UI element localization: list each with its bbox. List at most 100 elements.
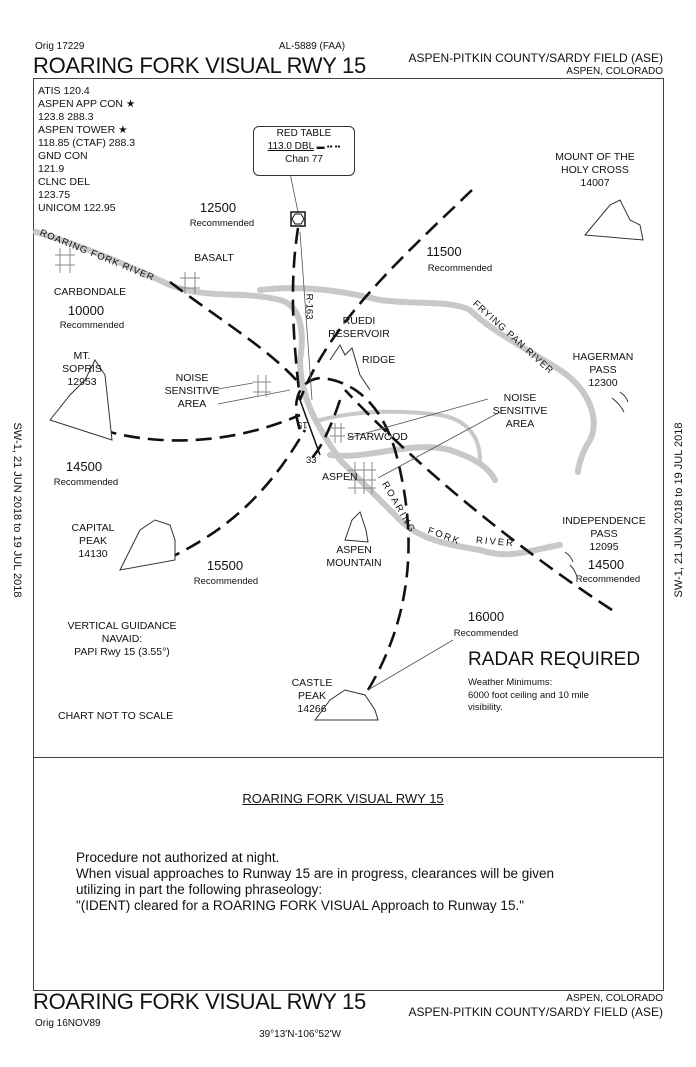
route-basalt <box>169 280 299 383</box>
ridge-label: RIDGE <box>362 354 396 366</box>
alt-11500: 11500 <box>426 244 462 259</box>
alt-12500-rec: Recommended <box>189 218 255 229</box>
navaid-chan: Chan 77 <box>285 154 323 165</box>
note-line: When visual approaches to Runway 15 are … <box>76 866 555 881</box>
runway <box>299 399 321 456</box>
alt-16000: 16000 <box>467 609 505 624</box>
ridge-icon <box>329 344 371 391</box>
aspen-label: ASPEN <box>322 471 358 483</box>
roaring-fork-river <box>33 229 563 558</box>
pass-marks <box>564 391 629 578</box>
alt-15500: 15500 <box>206 558 244 573</box>
footer-airport: ASPEN-PITKIN COUNTY/SARDY FIELD (ASE) <box>408 1005 664 1019</box>
freq-gnd: 121.9 <box>38 163 65 175</box>
alt-10000: 10000 <box>67 303 105 318</box>
aspen-grid <box>348 462 376 494</box>
chart-title: ROARING FORK VISUAL RWY 15 <box>33 53 366 78</box>
starwood-grid <box>330 423 345 443</box>
tributary <box>327 444 498 483</box>
route-redtable <box>291 227 302 401</box>
navaid-name: RED TABLE <box>276 128 332 139</box>
notes-title: ROARING FORK VISUAL RWY 15 <box>242 791 444 806</box>
rivers <box>33 229 597 558</box>
capital-peak-icon <box>119 519 176 571</box>
freq-app-con: 123.8 288.3 <box>38 111 94 123</box>
note-line: Procedure not authorized at night. <box>76 850 280 865</box>
route-independence <box>344 389 613 612</box>
alt-14500-west-rec: Recommended <box>53 477 119 488</box>
routes <box>77 189 613 691</box>
airport-location: ASPEN, COLORADO <box>566 66 663 77</box>
note-line: utilizing in part the following phraseol… <box>76 882 323 897</box>
navaid-freq: 113.0 DBL <box>267 141 314 152</box>
aspen-mountain-icon <box>344 511 369 543</box>
freq-clnc-label: CLNC DEL <box>38 176 90 188</box>
vortac-symbol <box>290 211 306 227</box>
freq-tower: 118.85 (CTAF) 288.3 <box>38 137 136 149</box>
freq-gnd-label: GND CON <box>38 150 88 162</box>
holy-cross-icon <box>584 199 644 241</box>
orig-date: Orig 17229 <box>35 41 85 52</box>
note-line: "(IDENT) cleared for a ROARING FORK VISU… <box>76 898 524 913</box>
route-turn <box>309 399 342 461</box>
runway-33-label: 33 <box>306 455 317 466</box>
carbondale-grid <box>55 248 75 273</box>
route-castle <box>294 376 410 691</box>
basalt-label: BASALT <box>194 252 234 264</box>
frequency-list: ATIS 120.4 ASPEN APP CON ★ 123.8 288.3 A… <box>38 85 135 215</box>
freq-atis: ATIS 120.4 <box>38 85 90 97</box>
tributary-2 <box>318 409 482 462</box>
footer-location: ASPEN, COLORADO <box>566 993 663 1004</box>
towns <box>55 248 376 494</box>
chart-frame <box>33 78 664 991</box>
carbondale-label: CARBONDALE <box>53 286 127 298</box>
freq-unicom: UNICOM 122.95 <box>38 202 116 214</box>
mt-sopris-icon <box>49 359 113 441</box>
morse-code-icon: ▬ ▪▪ ▪▪ <box>316 142 341 151</box>
noise-grid-left <box>253 375 271 397</box>
frying-pan-river <box>257 285 597 475</box>
leader-lines <box>217 172 501 691</box>
castle-peak-icon <box>314 689 379 721</box>
alt-10000-rec: Recommended <box>59 320 125 331</box>
freq-tower-label: ASPEN TOWER ★ <box>38 124 128 136</box>
radar-required-label: RADAR REQUIRED <box>468 649 641 670</box>
alt-11500-rec: Recommended <box>427 263 493 274</box>
starwood-label: STARWOOD <box>347 431 408 443</box>
alt-14500-west: 14500 <box>65 459 103 474</box>
navaid-box: RED TABLE 113.0 DBL ▬ ▪▪ ▪▪ Chan 77 <box>253 126 355 176</box>
freq-clnc: 123.75 <box>38 189 71 201</box>
weather-minimums: Weather Minimums:6000 foot ceiling and 1… <box>468 677 589 713</box>
alt-12500: 12500 <box>199 200 237 215</box>
alt-14500-east-rec: Recommended <box>575 574 641 585</box>
not-to-scale-label: CHART NOT TO SCALE <box>58 710 174 722</box>
mountains <box>49 199 644 721</box>
runway-15-label: 15 <box>297 419 308 430</box>
route-11500 <box>298 189 473 401</box>
airport-name: ASPEN-PITKIN COUNTY/SARDY FIELD (ASE) <box>408 51 664 65</box>
basalt-grid <box>180 272 200 294</box>
document-id: AL-5889 (FAA) <box>278 41 346 52</box>
alt-16000-rec: Recommended <box>453 628 519 639</box>
freq-app-con-label: ASPEN APP CON ★ <box>38 98 136 110</box>
footer-title: ROARING FORK VISUAL RWY 15 <box>33 989 366 1014</box>
notes-text: Procedure not authorized at night. When … <box>76 850 554 914</box>
radial-label: R-163 <box>303 293 315 320</box>
alt-14500-east: 14500 <box>587 557 625 572</box>
alt-15500-rec: Recommended <box>193 576 259 587</box>
section-divider <box>33 757 663 758</box>
airport-coordinates: 39°13'N-106°52'W <box>259 1029 341 1040</box>
